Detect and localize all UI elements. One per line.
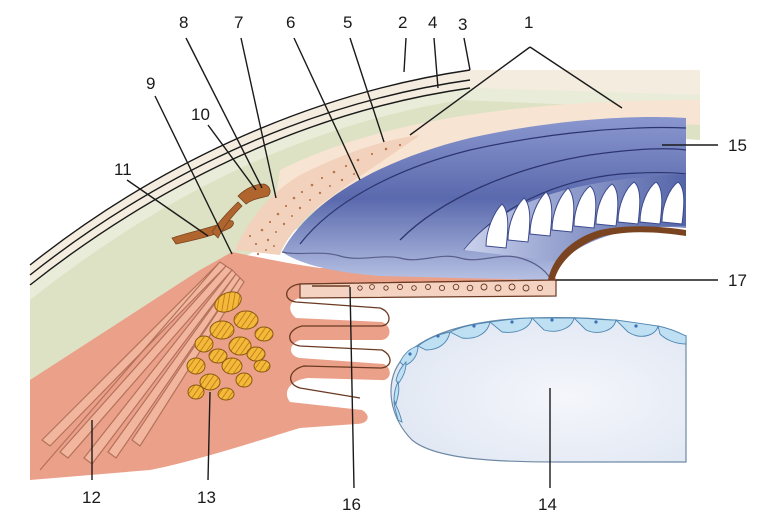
label-12: 12: [82, 488, 101, 507]
label-3: 3: [458, 15, 467, 34]
label-7: 7: [234, 13, 243, 32]
label-17: 17: [728, 271, 747, 290]
label-9: 9: [146, 74, 155, 93]
label-6: 6: [286, 13, 295, 32]
label-11: 11: [114, 160, 132, 179]
label-16: 16: [342, 495, 361, 514]
leader-16: [350, 287, 354, 488]
leader-3: [464, 38, 470, 70]
label-1: 1: [524, 13, 533, 32]
leader-2: [404, 38, 406, 72]
label-8: 8: [179, 13, 188, 32]
lens: [391, 318, 686, 462]
label-14: 14: [538, 495, 557, 514]
label-2: 2: [398, 13, 407, 32]
label-15: 15: [728, 136, 747, 155]
label-4: 4: [428, 13, 437, 32]
label-10: 10: [191, 105, 210, 124]
label-13: 13: [197, 488, 216, 507]
label-5: 5: [343, 13, 352, 32]
